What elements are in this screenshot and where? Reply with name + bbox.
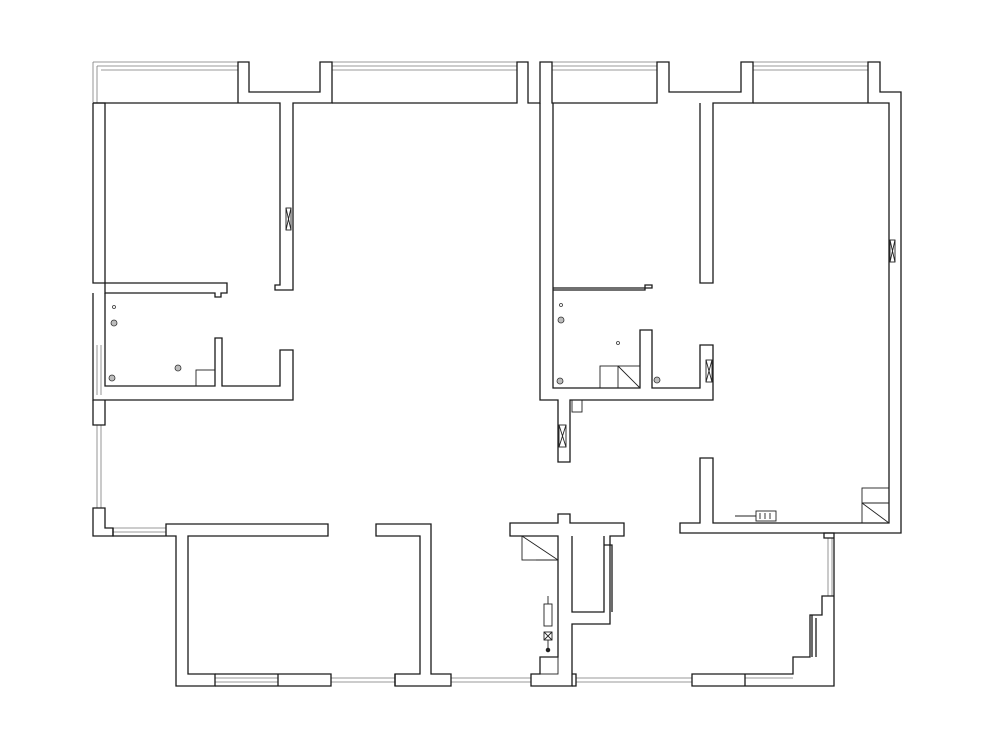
windows <box>92 61 868 683</box>
wall-bottom-right <box>691 532 835 687</box>
door-marker-left <box>285 207 292 231</box>
wall-top-left-notch <box>93 61 333 291</box>
window-top-right-2 <box>753 61 868 71</box>
meter-1 <box>543 603 553 627</box>
wall-bottom-strip <box>215 673 396 687</box>
walls <box>92 61 902 687</box>
vent-box-center <box>571 399 583 413</box>
drain-dot <box>112 305 116 309</box>
wall-bottom-right-inner <box>744 615 817 686</box>
window-top-center <box>332 61 517 71</box>
drain-dot <box>108 374 116 382</box>
fixtures <box>195 207 896 675</box>
window-right-lower <box>827 538 833 596</box>
wall-bedroom-top-left <box>92 102 228 298</box>
shaft-box-1 <box>599 365 641 389</box>
drain-dot <box>653 376 661 384</box>
drain-dot <box>556 377 564 385</box>
door-marker-center <box>558 424 567 448</box>
wall-bottom-left-room <box>112 523 329 687</box>
pipe-box-bottom <box>539 656 559 675</box>
drain-dot <box>174 364 182 372</box>
drain-dot <box>616 341 620 345</box>
drain-dot <box>557 316 565 324</box>
shaft-box-2 <box>195 369 216 387</box>
wall-center-vertical <box>539 103 714 463</box>
window-top-left <box>92 61 238 103</box>
drain-dot <box>110 319 118 327</box>
wall-top-center <box>332 61 754 284</box>
window-top-right-1 <box>552 61 657 71</box>
wall-bottom-ext <box>572 673 577 687</box>
wall-top-right <box>679 61 902 534</box>
window-bottom-left <box>215 677 531 683</box>
drain-dot <box>559 303 563 307</box>
wall-bottom-center-inner <box>571 536 613 613</box>
window-left <box>96 345 102 508</box>
window-left-bottom <box>113 527 166 533</box>
switch-panel <box>755 510 777 522</box>
drains <box>108 303 661 385</box>
door-marker-right <box>889 239 896 263</box>
wall-bathroom-left <box>92 293 294 401</box>
shaft-box-3 <box>861 487 890 524</box>
wall-left-lower <box>92 400 114 537</box>
wall-bottom-left-room-b <box>375 523 452 687</box>
window-bottom-right <box>576 677 793 683</box>
door-marker-bath <box>705 359 713 383</box>
